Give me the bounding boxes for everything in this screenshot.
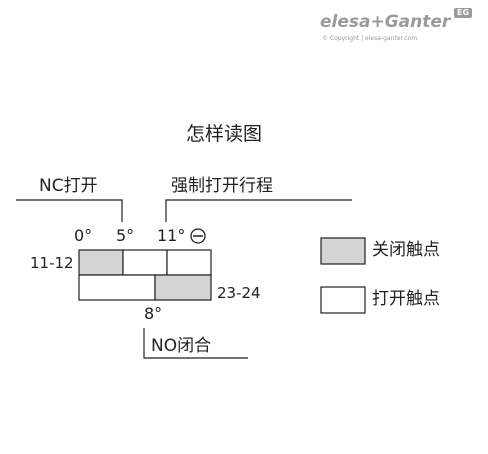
logo-badge: EG [454, 8, 473, 18]
forced-travel-label: 强制打开行程 [171, 176, 273, 196]
legend-closed-label: 关闭触点 [372, 240, 440, 260]
nc-open-bracket [16, 199, 123, 222]
logo-copyright: © Copyright | elesa-ganter.com [322, 35, 418, 42]
diagram-title: 怎样读图 [186, 123, 263, 145]
row1-label: 11-12 [30, 254, 74, 272]
legend-open-label: 打开触点 [372, 289, 440, 309]
legend-open-swatch [320, 286, 366, 314]
no-closed-label: NO闭合 [151, 336, 212, 356]
logo-brand-text: elesa+Ganter [320, 12, 451, 32]
forced-travel-bracket [165, 199, 352, 222]
degree-5-label: 5° [116, 226, 135, 245]
row2-label: 23-24 [217, 284, 261, 302]
forced-opening-icon [190, 228, 206, 244]
degree-0-label: 0° [74, 226, 93, 245]
row2-segment-open [78, 274, 156, 301]
nc-open-label: NC打开 [39, 176, 98, 196]
degree-11-label: 11° [157, 226, 186, 245]
degree-8-label: 8° [144, 304, 163, 323]
row2-segment-closed [154, 274, 212, 301]
legend-closed-swatch [320, 237, 366, 265]
no-closed-bracket [143, 328, 248, 359]
row1-segment-closed [78, 249, 124, 276]
row1-segment-open-a [122, 249, 168, 276]
brand-logo: elesa+Ganter EG © Copyright | elesa-gant… [318, 8, 478, 50]
row1-segment-open-b [166, 249, 212, 276]
